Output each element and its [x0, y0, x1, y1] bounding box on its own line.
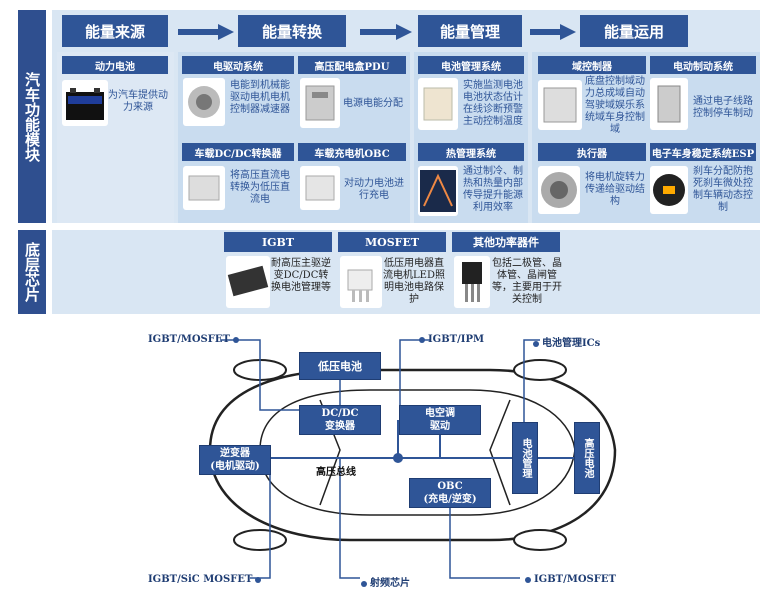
block-lv-battery: 低压电池 [299, 352, 381, 380]
chip-other-desc: 包括二极管、晶体管、晶闸管等，主要用于开关控制 [492, 258, 562, 305]
car-outline [208, 339, 617, 579]
module-pdu-desc: 电源电能分配 [343, 98, 403, 109]
module-battery-title: 动力电池 [62, 56, 168, 74]
brake-image [650, 78, 688, 130]
label-igbt-mosfet-top: IGBT/MOSFET [148, 334, 242, 345]
chip-igbt-title: IGBT [224, 232, 332, 252]
battery-image [62, 80, 108, 126]
chip-igbt-desc: 耐高压主驱逆变DC/DC转换电池管理等 [271, 258, 331, 293]
stage-energy-source: 能量来源 [62, 15, 168, 47]
module-obc-desc: 对动力电池进行充电 [344, 178, 404, 201]
domain-controller-image [538, 80, 582, 130]
module-domain-title: 域控制器 [538, 56, 646, 74]
label-hv-bus: 高压总线 [316, 467, 356, 478]
module-brake-title: 电动制动系统 [650, 56, 756, 74]
igbt-image [226, 256, 270, 308]
module-domain-desc: 底盘控制域动力总成域自动驾驶域娱乐系统域车身控制域 [585, 76, 645, 135]
chip-mosfet-title: MOSFET [338, 232, 446, 252]
chip-other-title: 其他功率器件 [452, 232, 560, 252]
source-panel [57, 52, 174, 223]
module-actuator-title: 执行器 [538, 143, 646, 161]
arrow-right-icon [530, 24, 576, 40]
dcdc-image [183, 166, 225, 210]
actuator-image [538, 166, 580, 214]
module-dcdc-desc: 将高压直流电转换为低压直流电 [230, 170, 290, 205]
dot-icon [361, 580, 367, 587]
esp-image [650, 166, 688, 214]
pdu-image [300, 78, 340, 128]
stage-energy-conversion: 能量转换 [238, 15, 346, 47]
dot-icon [525, 576, 531, 583]
module-obc-title: 车载充电机OBC [298, 143, 406, 161]
block-inverter: 逆变器 (电机驱动) [199, 445, 271, 475]
module-pdu-title: 高压配电盒PDU [298, 56, 406, 74]
module-esp-desc: 刹车分配防抱死刹车微处控制车辆动态控制 [693, 166, 753, 213]
other-chip-image [454, 256, 490, 308]
label-rf-chip: 射频芯片 [358, 574, 410, 589]
module-brake-desc: 通过电子线路控制停车制动 [693, 96, 753, 119]
label-igbt-mosfet-bottom: IGBT/MOSFET [522, 574, 616, 585]
stage-energy-management: 能量管理 [418, 15, 522, 47]
module-bms-title: 电池管理系统 [418, 56, 524, 74]
stage-energy-usage: 能量运用 [580, 15, 688, 47]
arrow-right-icon [178, 24, 234, 40]
label-igbt-sic: IGBT/SiC MOSFET [148, 574, 264, 585]
thermal-image [418, 166, 458, 216]
dot-icon [533, 340, 539, 347]
module-thermal-title: 热管理系统 [418, 143, 524, 161]
sidebar-base-chips: 底层芯片 [18, 230, 46, 314]
dot-icon [419, 336, 425, 343]
module-motor-desc: 电能到机械能驱动电机电机控制器减速器 [230, 80, 290, 115]
sidebar-function-modules: 汽车功能模块 [18, 10, 46, 223]
block-dcdc: DC/DC 变换器 [299, 405, 381, 435]
block-ac-drive: 电空调 驱动 [399, 405, 481, 435]
dot-icon [255, 576, 262, 583]
mosfet-image [340, 256, 382, 308]
module-motor-title: 电驱动系统 [182, 56, 294, 74]
dot-icon [232, 336, 239, 343]
label-bms-ics: 电池管理ICs [530, 334, 600, 349]
block-obc: OBC (充电/逆变) [409, 478, 491, 508]
obc-image [300, 166, 340, 210]
chip-mosfet-desc: 低压用电器直流电机LED照明电池电路保护 [383, 258, 445, 305]
block-bms: 电池管理 [512, 422, 538, 494]
module-esp-title: 电子车身稳定系统ESP [650, 143, 756, 161]
module-battery-desc: 为汽车提供动力来源 [108, 90, 168, 113]
arrow-right-icon [360, 24, 412, 40]
label-igbt-ipm: IGBT/IPM [416, 334, 484, 345]
bms-image [418, 78, 458, 130]
motor-image [183, 78, 225, 126]
block-hv-battery: 高压电池 [574, 422, 600, 494]
module-bms-desc: 实施监测电池电池状态估计在线诊断预警主动控制温度 [463, 80, 523, 127]
module-thermal-desc: 通过制冷、制热和热量内部传导提升能源利用效率 [463, 166, 523, 213]
module-actuator-desc: 将电机旋转力传递给驱动结构 [585, 172, 645, 207]
module-dcdc-title: 车载DC/DC转换器 [182, 143, 294, 161]
